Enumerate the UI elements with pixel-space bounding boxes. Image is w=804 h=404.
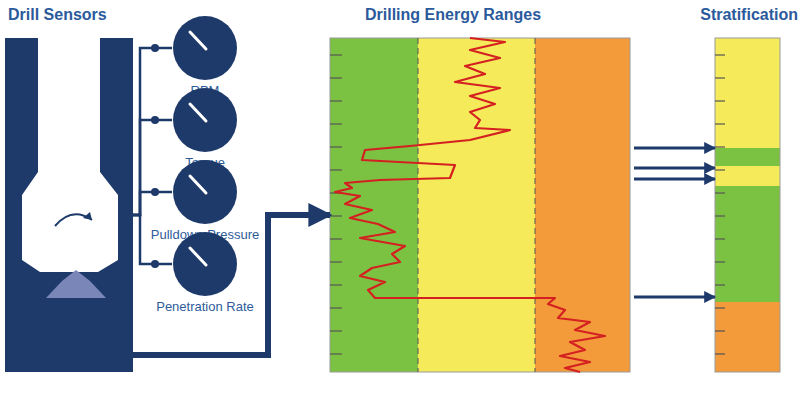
sensor-wire [133, 120, 172, 215]
sensor-gauge: Pulldown Pressure [172, 159, 238, 225]
flow-arrow [133, 215, 330, 355]
flow-arrow [634, 147, 715, 150]
sensor-label: Penetration Rate [156, 299, 254, 314]
sensor-wire [133, 192, 172, 215]
strata-column [715, 38, 780, 372]
sensor-gauge: Penetration Rate [172, 231, 238, 297]
gauge-dial [172, 15, 238, 81]
section-heading: Stratification [700, 6, 798, 24]
gauge-dial [172, 87, 238, 153]
drill-panel: Drill Sensors [5, 38, 133, 372]
energy-panel [330, 38, 630, 372]
wire-dot [151, 260, 159, 268]
flow-arrow [634, 167, 715, 170]
section-heading: Drill Sensors [8, 6, 107, 24]
flow-arrow [634, 296, 715, 299]
energy-panel: Drilling Energy Ranges [330, 38, 630, 372]
wire-dot [151, 44, 159, 52]
gauge-dial [172, 159, 238, 225]
wire-dot [151, 188, 159, 196]
drill-illustration [5, 38, 133, 372]
strata-panel: Stratification [715, 38, 780, 372]
wire-dot [151, 116, 159, 124]
flow-arrow [634, 178, 715, 181]
sensor-wire [133, 48, 172, 215]
sensor-gauge: Torque [172, 87, 238, 153]
sensor-gauge: RPM [172, 15, 238, 81]
section-heading: Drilling Energy Ranges [365, 6, 541, 24]
gauge-dial [172, 231, 238, 297]
